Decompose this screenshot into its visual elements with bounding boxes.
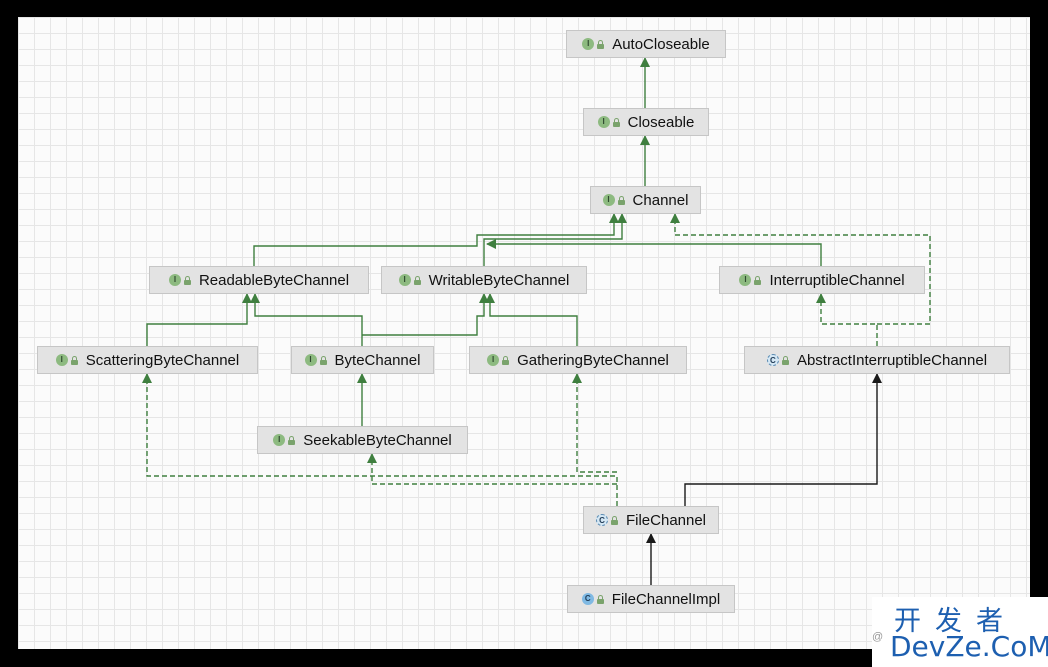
edge-4	[486, 239, 822, 266]
node-icons: I	[739, 274, 762, 286]
edge-15	[684, 373, 882, 506]
node-auto-closeable[interactable]: I AutoCloseable	[566, 30, 726, 58]
node-icons: I	[582, 38, 605, 50]
node-file-channel-impl[interactable]: C FileChannelImpl	[567, 585, 735, 613]
edge-8	[485, 293, 578, 346]
node-byte-channel[interactable]: I ByteChannel	[291, 346, 434, 374]
edge-10	[816, 293, 878, 346]
interface-icon: I	[398, 274, 411, 286]
node-icons: C	[595, 514, 618, 526]
edge-5	[146, 293, 252, 346]
edge-7	[362, 293, 489, 336]
node-seekable-byte-channel[interactable]: I SeekableByteChannel	[257, 426, 468, 454]
node-label: FileChannel	[625, 511, 707, 529]
interface-icon: I	[739, 274, 752, 286]
node-icons: I	[273, 434, 296, 446]
edge-layer	[142, 57, 931, 585]
class-icon: C	[766, 354, 779, 366]
watermark-en: DevZe.CoM	[890, 630, 1048, 663]
edge-6	[250, 293, 363, 346]
edge-12	[142, 373, 618, 506]
watermark: @ 开发者 DevZe.CoM	[872, 597, 1048, 667]
node-label: InterruptibleChannel	[769, 271, 905, 289]
public-lock-icon	[502, 355, 510, 365]
public-lock-icon	[413, 275, 421, 285]
node-interruptible-channel[interactable]: I InterruptibleChannel	[719, 266, 925, 294]
node-label: ReadableByteChannel	[198, 271, 350, 289]
node-label: AbstractInterruptibleChannel	[796, 351, 988, 369]
node-label: Closeable	[627, 113, 695, 131]
interface-icon: I	[602, 194, 615, 206]
node-writable-byte-channel[interactable]: I WritableByteChannel	[381, 266, 587, 294]
node-icons: C	[581, 593, 604, 605]
node-icons: I	[398, 274, 421, 286]
node-icons: I	[597, 116, 620, 128]
node-icons: C	[766, 354, 789, 366]
public-lock-icon	[597, 39, 605, 49]
node-label: Channel	[632, 191, 689, 209]
node-icons: I	[168, 274, 191, 286]
node-icons: I	[487, 354, 510, 366]
interface-icon: I	[487, 354, 500, 366]
node-abstract-interruptible-channel[interactable]: C AbstractInterruptibleChannel	[744, 346, 1010, 374]
watermark-at: @	[872, 631, 884, 643]
interface-icon: I	[273, 434, 286, 446]
node-scattering-byte-channel[interactable]: I ScatteringByteChannel	[37, 346, 258, 374]
public-lock-icon	[610, 515, 618, 525]
interface-icon: I	[597, 116, 610, 128]
edge-13	[367, 453, 617, 485]
class-icon: C	[581, 593, 594, 605]
interface-icon: I	[304, 354, 317, 366]
node-label: ByteChannel	[334, 351, 421, 369]
interface-icon: I	[55, 354, 68, 366]
node-icons: I	[304, 354, 327, 366]
interface-icon: I	[168, 274, 181, 286]
public-lock-icon	[617, 195, 625, 205]
node-label: ScatteringByteChannel	[85, 351, 240, 369]
node-channel[interactable]: I Channel	[590, 186, 701, 214]
edge-2	[253, 213, 619, 266]
node-label: AutoCloseable	[612, 35, 710, 53]
public-lock-icon	[781, 355, 789, 365]
watermark-cn: 开发者	[894, 606, 1017, 637]
node-icons: I	[55, 354, 78, 366]
public-lock-icon	[596, 594, 604, 604]
class-icon: C	[595, 514, 608, 526]
public-lock-icon	[754, 275, 762, 285]
node-label: GatheringByteChannel	[517, 351, 669, 369]
node-closeable[interactable]: I Closeable	[583, 108, 709, 136]
node-icons: I	[602, 194, 625, 206]
public-lock-icon	[319, 355, 327, 365]
interface-icon: I	[582, 38, 595, 50]
edge-14	[572, 373, 617, 473]
edge-11	[670, 213, 931, 325]
public-lock-icon	[612, 117, 620, 127]
public-lock-icon	[70, 355, 78, 365]
node-label: WritableByteChannel	[428, 271, 570, 289]
node-label: SeekableByteChannel	[303, 431, 452, 449]
edge-3	[483, 213, 627, 266]
public-lock-icon	[183, 275, 191, 285]
node-gathering-byte-channel[interactable]: I GatheringByteChannel	[469, 346, 687, 374]
node-label: FileChannelImpl	[611, 590, 721, 608]
public-lock-icon	[288, 435, 296, 445]
node-file-channel[interactable]: C FileChannel	[583, 506, 719, 534]
node-readable-byte-channel[interactable]: I ReadableByteChannel	[149, 266, 369, 294]
